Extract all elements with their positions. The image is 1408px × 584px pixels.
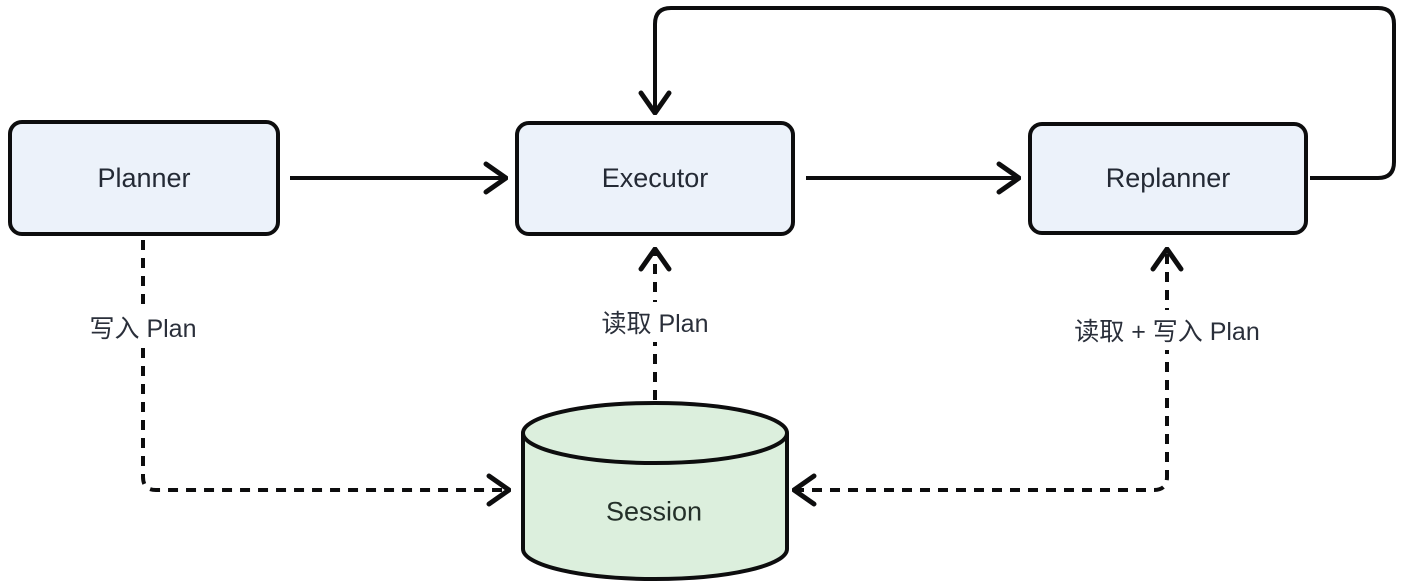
- node-session-label: Session: [605, 496, 703, 527]
- edge-label-write-plan: 写入 Plan: [82, 307, 204, 347]
- node-replanner-label: Replanner: [1105, 163, 1231, 193]
- session-cylinder-top: [521, 401, 789, 465]
- node-planner-label: Planner: [97, 162, 191, 193]
- edge-label-read-write-plan: 读取 + 写入 Plan: [1067, 310, 1267, 350]
- edge-planner-session: [141, 240, 509, 490]
- node-executor: Executor: [515, 121, 795, 236]
- edge-replanner-executor-loop: [655, 6, 1396, 180]
- node-session: [521, 401, 789, 581]
- edge-session-replanner: [794, 249, 1167, 490]
- node-replanner: Replanner: [1028, 122, 1308, 235]
- node-executor-label: Executor: [601, 163, 709, 193]
- node-planner: Planner: [8, 120, 280, 236]
- session-cylinder-body: [521, 433, 789, 581]
- edge-label-read-plan: 读取 Plan: [594, 302, 716, 342]
